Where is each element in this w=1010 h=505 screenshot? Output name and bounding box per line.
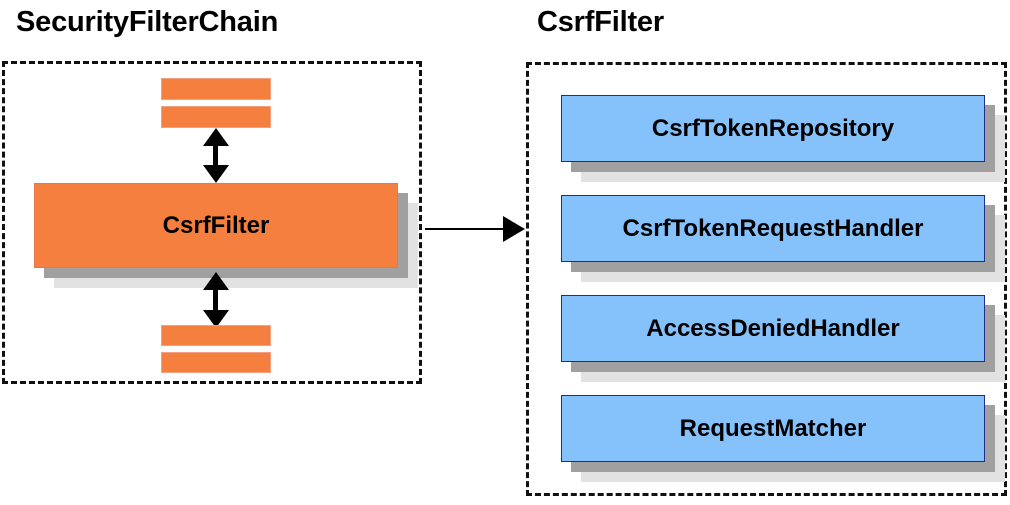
csrf-filter-panel (526, 62, 1007, 496)
collaborator-block-face: CsrfTokenRequestHandler (561, 195, 985, 262)
filter-stub-top-1 (161, 78, 271, 100)
connector-arrow-shaft (425, 228, 505, 230)
collaborator-block-label: CsrfTokenRequestHandler (622, 214, 924, 242)
collaborator-block-access-denied-handler[interactable]: AccessDeniedHandler (561, 295, 1005, 382)
collaborator-block-request-matcher[interactable]: RequestMatcher (561, 395, 1005, 482)
collaborator-block-csrf-token-request-handler[interactable]: CsrfTokenRequestHandler (561, 195, 1005, 282)
arrow-bottom-head-up-icon (203, 272, 229, 290)
collaborator-block-csrf-token-repository[interactable]: CsrfTokenRepository (561, 95, 1005, 182)
arrow-top-shaft (213, 140, 218, 172)
collaborator-block-label: AccessDeniedHandler (646, 314, 900, 342)
page-title-csrf-filter: CsrfFilter (537, 6, 664, 38)
arrow-top-head-up-icon (203, 128, 229, 146)
connector-arrow-head-icon (503, 216, 525, 242)
csrf-filter-block-face: CsrfFilter (34, 183, 398, 268)
filter-stub-bottom-2 (161, 352, 271, 373)
security-filter-chain-panel (2, 61, 422, 384)
arrow-bottom-head-down-icon (203, 310, 229, 328)
collaborator-block-face: AccessDeniedHandler (561, 295, 985, 362)
collaborator-block-face: RequestMatcher (561, 395, 985, 462)
arrow-top-head-down-icon (203, 165, 229, 183)
arrow-bottom-shaft (213, 285, 218, 317)
csrf-filter-block[interactable]: CsrfFilter (34, 183, 418, 288)
csrf-filter-block-label: CsrfFilter (162, 211, 270, 239)
collaborator-block-label: RequestMatcher (679, 414, 867, 442)
filter-stub-top-2 (161, 106, 271, 128)
collaborator-block-label: CsrfTokenRepository (651, 114, 895, 142)
page-title-security-filter-chain: SecurityFilterChain (16, 6, 279, 38)
collaborator-block-face: CsrfTokenRepository (561, 95, 985, 162)
filter-stub-bottom-1 (161, 325, 271, 346)
